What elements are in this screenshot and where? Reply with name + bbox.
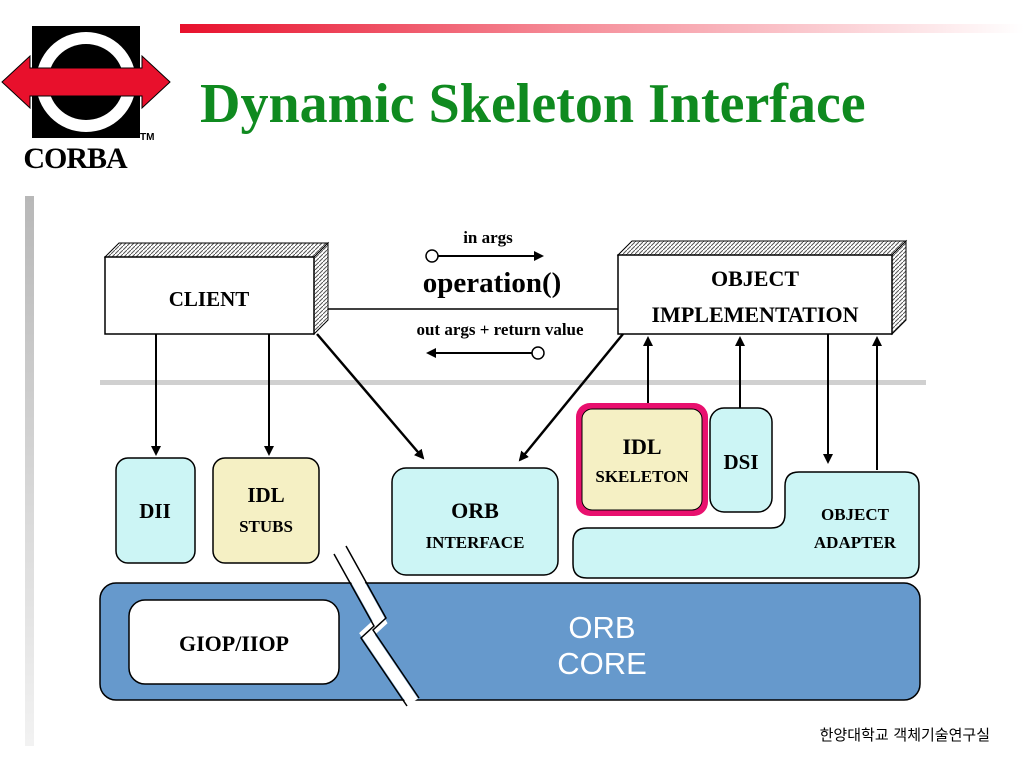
idl-stubs-label-2: STUBS: [239, 517, 293, 536]
page-title: Dynamic Skeleton Interface: [200, 73, 866, 135]
logo-text: CORBA: [23, 142, 127, 175]
object-implementation-box: OBJECT IMPLEMENTATION: [616, 239, 908, 336]
dsi-box: DSI: [709, 407, 773, 513]
footer-text: 한양대학교 객체기술연구실: [819, 726, 990, 744]
object-adapter-label-2: ADAPTER: [814, 533, 897, 552]
client-label: CLIENT: [169, 287, 250, 311]
logo-trademark: TM: [140, 132, 155, 143]
giop-iiop-box: GIOP/IIOP: [128, 599, 340, 685]
in-args-label: in args: [463, 228, 513, 247]
separator-line: [100, 380, 926, 385]
idl-stubs-label-1: IDL: [247, 483, 284, 507]
orb-interface-label-2: INTERFACE: [426, 533, 525, 552]
operation-label: operation(): [423, 267, 562, 299]
object-impl-label-2: IMPLEMENTATION: [652, 302, 859, 327]
break-gap: [334, 547, 418, 706]
giop-iiop-label: GIOP/IIOP: [179, 631, 289, 656]
title-accent-bar: [180, 24, 1024, 33]
corba-dsi-diagram: CLIENT OBJECT IMPLEMENTATION in args ope…: [95, 222, 929, 714]
orb-core-label-2: CORE: [557, 646, 647, 681]
break-line-left: [333, 553, 408, 707]
break-line-right: [345, 545, 420, 699]
idl-skeleton-label-1: IDL: [622, 434, 661, 459]
diagram-svg: CLIENT OBJECT IMPLEMENTATION in args ope…: [95, 222, 929, 714]
in-args-dot: [425, 249, 439, 263]
arrow-impl-to-orb-interface: [518, 333, 624, 462]
idl-skeleton-box: IDL SKELETON: [576, 403, 708, 516]
dii-box: DII: [115, 457, 196, 564]
out-args-dot: [531, 346, 545, 360]
object-adapter-label-1: OBJECT: [821, 505, 890, 524]
object-adapter-box: OBJECT ADAPTER: [572, 471, 920, 579]
left-accent-bar: [25, 196, 34, 746]
out-args-label: out args + return value: [416, 320, 584, 339]
object-impl-label-1: OBJECT: [711, 266, 799, 291]
dii-label: DII: [139, 499, 171, 523]
corba-logo: [0, 22, 175, 182]
arrow-client-to-orb-interface: [316, 333, 425, 460]
orb-interface-label-1: ORB: [451, 498, 499, 523]
orb-core-label-1: ORB: [568, 610, 635, 645]
dsi-label: DSI: [723, 450, 758, 474]
corba-logo-icon: [1, 26, 171, 138]
orb-interface-box: ORB INTERFACE: [391, 467, 559, 576]
client-box: CLIENT: [103, 241, 330, 336]
idl-skeleton-label-2: SKELETON: [595, 467, 689, 486]
idl-stubs-box: IDL STUBS: [212, 457, 320, 564]
